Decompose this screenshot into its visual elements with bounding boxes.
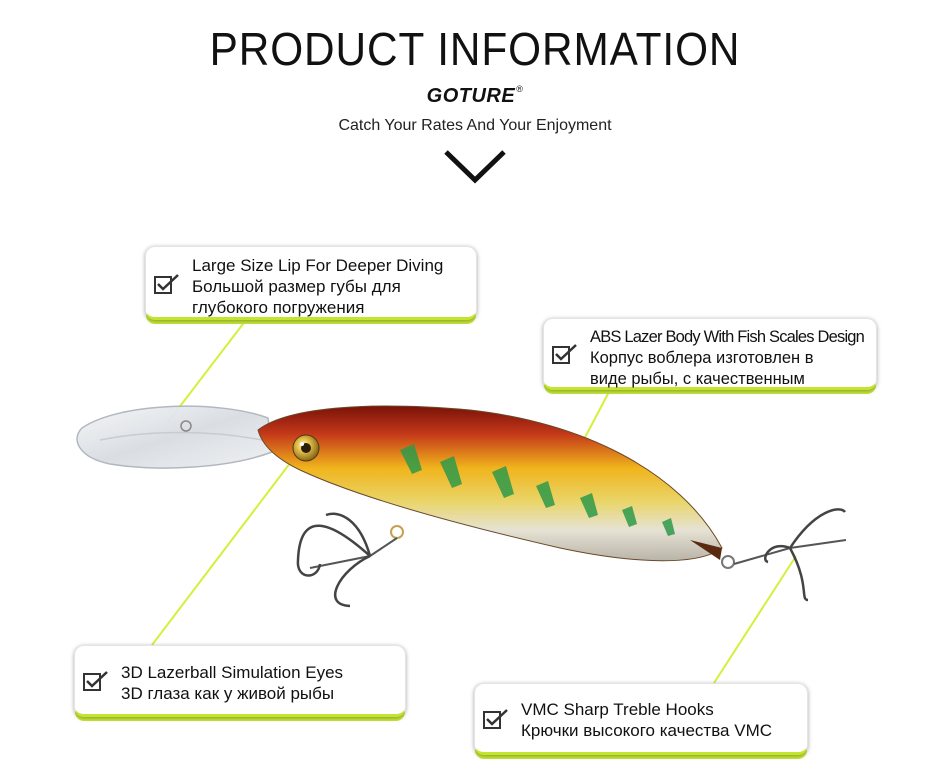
- callout-hooks: VMC Sharp Treble Hooks Крючки высокого к…: [474, 683, 808, 755]
- check-box-icon: [83, 671, 108, 691]
- brand-name: GOTURE: [426, 85, 516, 107]
- brand-logo: GOTURE®: [0, 84, 950, 108]
- callout-lip-ru-1: Большой размер губы для: [192, 277, 401, 296]
- callout-lip-en: Large Size Lip For Deeper Diving: [192, 256, 444, 275]
- callout-eyes-en: 3D Lazerball Simulation Eyes: [121, 663, 344, 682]
- check-box-icon: [552, 344, 577, 364]
- callout-body-ru-1: Корпус воблера изготовлен в: [590, 349, 814, 367]
- callout-body-en: ABS Lazer Body With Fish Scales Design: [590, 328, 865, 346]
- callout-body: ABS Lazer Body With Fish Scales Design К…: [543, 318, 877, 390]
- tagline: Catch Your Rates And Your Enjoyment: [338, 117, 612, 134]
- callout-body-ru-2: виде рыбы, с качественным: [590, 370, 805, 388]
- callout-eyes-ru: 3D глаза как у живой рыбы: [121, 684, 335, 703]
- callout-hooks-ru: Крючки высокого качества VMC: [521, 721, 773, 740]
- chevron-down-icon: [444, 150, 506, 184]
- check-box-icon: [483, 709, 508, 729]
- callout-eyes: 3D Lazerball Simulation Eyes 3D глаза ка…: [74, 645, 406, 717]
- callout-lip-ru-2: глубокого погружения: [192, 298, 365, 317]
- registered-mark: ®: [516, 84, 524, 94]
- callout-hooks-en: VMC Sharp Treble Hooks: [521, 700, 714, 719]
- page-title: PRODUCT INFORMATION: [209, 23, 741, 75]
- callout-lip: Large Size Lip For Deeper Diving Большой…: [145, 246, 477, 320]
- check-box-icon: [154, 274, 179, 294]
